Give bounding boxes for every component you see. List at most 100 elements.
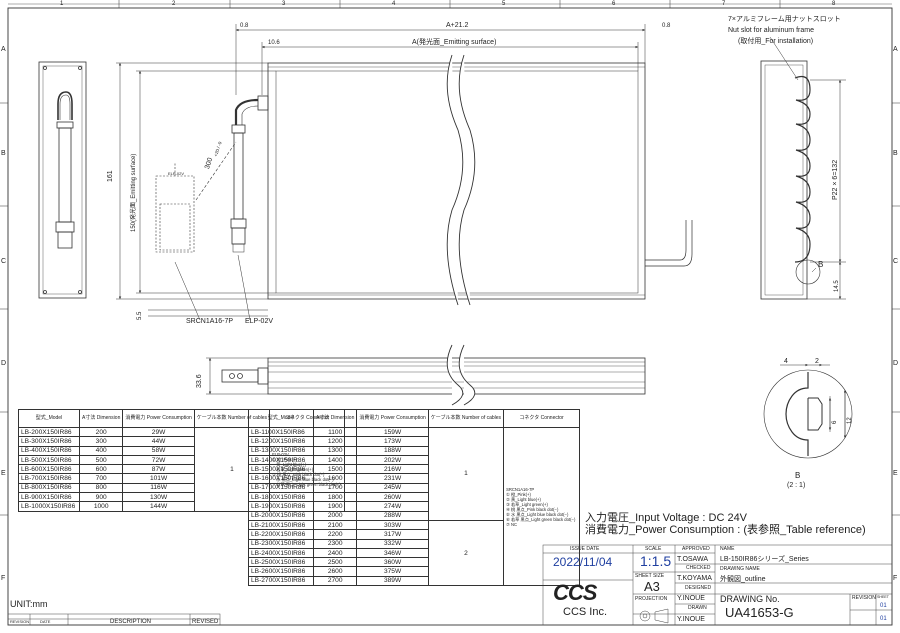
connector-label-srcn: SRCN1A16-7P — [186, 318, 234, 325]
issue-date-label: ISSUE DATE — [570, 546, 600, 552]
nut-slot-label-note: (取付用_For installation) — [738, 38, 814, 45]
rev-block-description: DESCRIPTION — [110, 619, 152, 625]
col-label-8: 8 — [832, 1, 836, 7]
dim-detail-2: 2 — [815, 358, 819, 365]
name-label: NAME — [720, 546, 735, 552]
row-label-d-right: D — [893, 360, 899, 367]
row-label-e-right: E — [893, 470, 898, 477]
company-name: CCS Inc. — [563, 606, 608, 618]
dim-0-8-left: 0.8 — [240, 23, 249, 29]
drawing-no: UA41653-G — [725, 605, 794, 620]
row-label-f: F — [1, 575, 6, 582]
col-label-5: 5 — [502, 1, 506, 7]
note-power-consumption: 消費電力_Power Consumption : (表参照_Table refe… — [585, 524, 866, 536]
connector-label-elp: ELP-02V — [245, 318, 274, 325]
rev-block-revised: REVISED — [192, 619, 219, 625]
dim-0-8-right: 0.8 — [662, 23, 671, 29]
row-label-c-right: C — [893, 258, 899, 265]
dim-detail-6: 6 — [832, 420, 838, 424]
dim-detail-4: 4 — [784, 358, 788, 365]
nut-slot-label-jp: 7×アルミフレーム用ナットスロット — [728, 16, 841, 23]
detail-b-scale: (2 : 1) — [787, 482, 806, 489]
checked-label: CHECKED — [686, 565, 711, 571]
row-label-e: E — [1, 470, 6, 477]
projection-label: PROJECTION — [635, 596, 668, 602]
unit-label: UNIT:mm — [10, 599, 48, 609]
dim-5-5: 5.5 — [137, 311, 143, 320]
spec-header-model: 型式_Model — [18, 409, 80, 428]
row-label-d: D — [1, 360, 7, 367]
front-view — [230, 54, 693, 306]
col-label-7: 7 — [722, 1, 726, 7]
detail-b-title: B — [795, 471, 801, 480]
detail-b-view — [763, 369, 853, 459]
dim-33-6: 33.6 — [196, 374, 203, 388]
row-label-b: B — [1, 150, 6, 157]
cables-cell-1: 1 — [427, 427, 505, 521]
note-input-voltage: 入力電圧_Input Voltage : DC 24V — [585, 512, 748, 524]
left-side-view — [38, 61, 87, 299]
nut-slot-label-en: Nut slot for aluminum frame — [728, 27, 814, 34]
drawn-name: Y.INOUE — [677, 616, 705, 623]
spec-header-model: 型式_Model — [248, 409, 314, 428]
drawing-name-label: DRAWING NAME — [720, 566, 760, 572]
sheet-label: SHEET — [877, 595, 889, 599]
sheet-size-label: SHEET SIZE — [635, 573, 665, 579]
row-label-c: C — [1, 258, 7, 265]
scale-label: SCALE — [645, 546, 662, 552]
col-label-2: 2 — [172, 1, 176, 7]
spec-table-right: 型式_Model A寸法 Dimension 消費電力 Power Consum… — [248, 409, 581, 587]
dim-10-6: 10.6 — [268, 40, 280, 46]
right-end-view — [760, 60, 821, 300]
col-label-6: 6 — [612, 1, 616, 7]
spec-header-connector: コネクタ Connector — [503, 409, 581, 428]
approved-name: T.OSAWA — [677, 556, 708, 563]
col-label-4: 4 — [392, 1, 396, 7]
drawing-no-label: DRAWING No. — [720, 594, 780, 604]
sheet-number: 01 — [880, 616, 887, 622]
srcn-connector-outline — [155, 141, 237, 253]
checked-name: T.KOYAMA — [677, 575, 712, 582]
profile-view — [221, 344, 646, 406]
dim-a-total: A+21.2 — [446, 22, 469, 29]
cables-cell-2: 2 — [427, 519, 505, 587]
connector-small-label: ELP-02V — [168, 171, 185, 176]
dim-a-emitting: A(発光面_Emitting surface) — [412, 39, 497, 46]
title-block-grid — [7, 544, 893, 626]
dim-161: 161 — [107, 170, 114, 182]
col-label-1: 1 — [60, 1, 64, 7]
approved-label: APPROVED — [682, 546, 710, 552]
row-label-b-right: B — [893, 150, 898, 157]
company-logo: CCS — [553, 580, 597, 605]
col-label-3: 3 — [282, 1, 286, 7]
drawing-name: 外観図_outline — [720, 576, 766, 583]
product-name: LB-150IR86シリーズ_Series — [720, 556, 809, 563]
designed-label: DESIGNED — [685, 585, 712, 591]
row-label-a: A — [1, 46, 6, 53]
dim-150-emitting: 150(発光面_Emitting surface) — [131, 153, 137, 232]
revision-label: REVISION — [852, 595, 876, 601]
dim-pitch-22: P22 × 6=132 — [832, 159, 839, 200]
dimension-lines — [116, 24, 847, 438]
dim-14-5: 14.5 — [834, 280, 840, 292]
designed-name: Y.INOUE — [677, 595, 705, 602]
spec-header-cables: ケーブル本数 Number of cables — [427, 409, 505, 428]
dim-detail-12: 12 — [847, 417, 853, 424]
spec-header-dimension: A寸法 Dimension — [78, 409, 124, 428]
rev-block-date: DATE — [40, 619, 51, 624]
spec-header-power: 消費電力 Power Consumption — [122, 409, 195, 428]
drawn-label: DRAWN — [688, 605, 707, 611]
sheet-size: A3 — [644, 579, 660, 594]
spec-header-power: 消費電力 Power Consumption — [356, 409, 429, 428]
row-label-a-right: A — [893, 46, 898, 53]
scale-value: 1:1.5 — [640, 553, 672, 569]
rev-block-revision: REVISION — [10, 619, 30, 624]
revision-number: 01 — [880, 603, 887, 609]
issue-date: 2022/11/04 — [553, 555, 613, 569]
detail-b-marker: B — [818, 260, 824, 269]
